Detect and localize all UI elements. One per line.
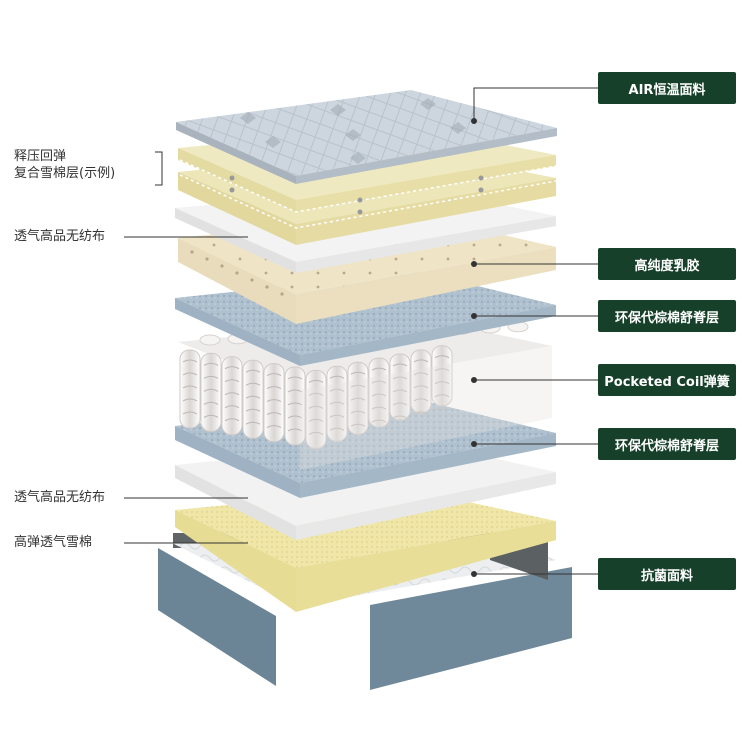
bracket-memory-foam [155, 152, 162, 185]
memory-foam-label-line1: 释压回弹 [14, 148, 115, 165]
palm-bottom-tag: 环保代棕棉舒脊层 [598, 428, 736, 460]
latex-pinhole [205, 257, 208, 260]
pocketed-coil-tag: Pocketed Coil弹簧 [598, 364, 736, 396]
air-fabric-tag: AIR恒温面料 [598, 72, 736, 104]
snow-foam-label: 高弹透气雪棉 [14, 534, 92, 551]
coil-pocket [264, 364, 284, 442]
coil-cap [200, 335, 220, 345]
coil-pocket [201, 353, 221, 431]
palm-top-tag: 环保代棕棉舒脊层 [598, 300, 736, 332]
latex-pinhole [265, 285, 268, 288]
memory-foam-label: 释压回弹 复合雪棉层(示例) [14, 148, 115, 182]
latex-tag: 高纯度乳胶 [598, 248, 736, 280]
nonwoven-top-label: 透气高品无纺布 [14, 228, 105, 245]
coil-pocket [222, 357, 242, 435]
antibacterial-fabric-tag: 抗菌面料 [598, 558, 736, 590]
latex-pinhole [220, 264, 223, 267]
memory-foam-label-line2: 复合雪棉层(示例) [14, 165, 115, 182]
latex-pinhole [235, 271, 238, 274]
latex-pinhole [280, 292, 283, 295]
nonwoven-bottom-label: 透气高品无纺布 [14, 489, 105, 506]
coil-pocket [243, 360, 263, 438]
latex-pinhole [190, 250, 193, 253]
latex-pinhole [250, 278, 253, 281]
coil-pocket [180, 350, 200, 428]
